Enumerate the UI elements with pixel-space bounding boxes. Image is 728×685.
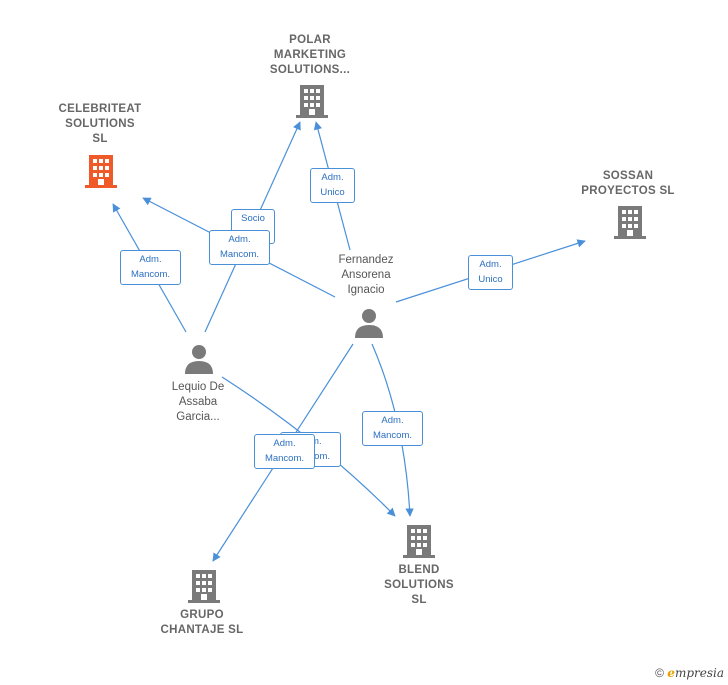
copyright-icon: ©	[655, 666, 664, 680]
building-icon[interactable]	[614, 205, 646, 239]
company-label-polar[interactable]: POLAR MARKETING SOLUTIONS...	[269, 34, 351, 76]
building-icon[interactable]	[85, 154, 117, 188]
company-label-blend[interactable]: BLEND SOLUTIONS SL	[384, 564, 454, 606]
building-icon[interactable]	[296, 84, 328, 118]
relation-label[interactable]: Adm. Unico	[468, 255, 513, 290]
person-icon[interactable]	[184, 344, 214, 374]
person-icon[interactable]	[354, 308, 384, 338]
company-label-celebriteat[interactable]: CELEBRITEAT SOLUTIONS SL	[58, 103, 142, 145]
relation-label[interactable]: Adm. Unico	[310, 168, 355, 203]
relation-label[interactable]: Adm. Mancom.	[362, 411, 423, 446]
company-label-sossan[interactable]: SOSSAN PROYECTOS SL	[581, 170, 675, 197]
person-label-lequio[interactable]: Lequio De Assaba Garcia...	[171, 381, 225, 423]
relation-label[interactable]: Adm. Mancom.	[254, 434, 315, 469]
building-icon[interactable]	[403, 524, 435, 558]
company-label-grupo[interactable]: GRUPO CHANTAJE SL	[160, 609, 244, 636]
relation-label[interactable]: Adm. Mancom.	[120, 250, 181, 285]
person-label-fernandez[interactable]: Fernandez Ansorena Ignacio	[338, 254, 394, 296]
building-icon[interactable]	[188, 569, 220, 603]
relation-label[interactable]: Adm. Mancom.	[209, 230, 270, 265]
brand-footer: © empresia	[655, 666, 724, 680]
brand-logo: empresia	[667, 666, 724, 680]
